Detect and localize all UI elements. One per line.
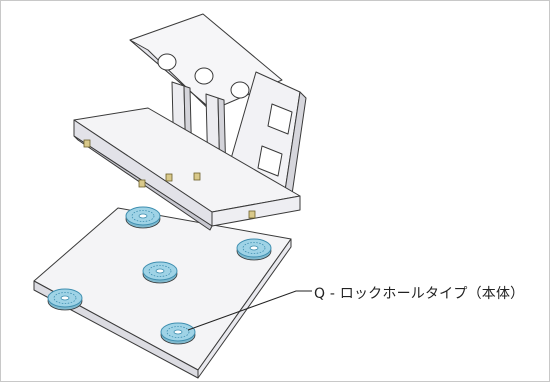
lock-hole-set xyxy=(47,206,272,345)
pin-icon xyxy=(83,139,91,148)
lock-hole-icon xyxy=(47,288,83,311)
pin-icon xyxy=(138,179,146,188)
locating-pins xyxy=(83,139,256,219)
callout-label: Q - ロックホールタイプ（本体） xyxy=(314,286,525,302)
pin-icon xyxy=(248,210,256,219)
fixture-block xyxy=(73,13,307,231)
pin-icon xyxy=(165,173,173,182)
callout-leader-line xyxy=(187,290,312,331)
pin-icon xyxy=(193,172,201,181)
lock-hole-icon xyxy=(236,238,272,261)
lock-hole-icon xyxy=(125,206,161,229)
lock-hole-icon xyxy=(142,261,178,284)
lock-hole-icon xyxy=(160,322,196,345)
